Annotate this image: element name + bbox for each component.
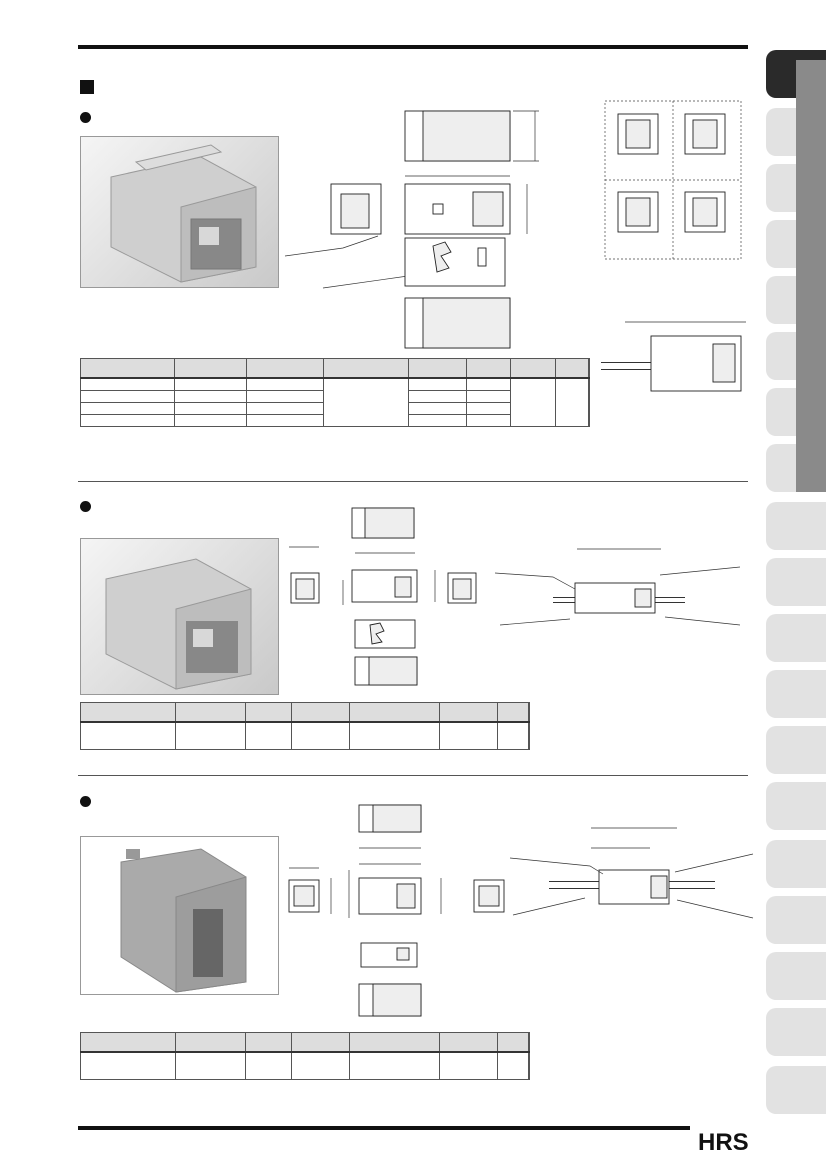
side-tab-14[interactable] xyxy=(766,782,826,830)
section-1-spec-table xyxy=(79,358,590,427)
s3-bottom-view xyxy=(360,942,418,968)
end-view-drawing xyxy=(330,183,382,235)
section-1-product-photo xyxy=(80,136,279,288)
callout-lines-1 xyxy=(284,235,409,289)
section-1-bullet xyxy=(80,112,91,123)
section-2-spec-table xyxy=(80,702,530,750)
rear-view-drawing xyxy=(404,297,511,349)
section-2-drawings xyxy=(289,507,741,686)
connector-photo-1 xyxy=(110,144,257,283)
s2-assembly-drawing xyxy=(494,548,741,626)
section-separator-2 xyxy=(78,775,748,776)
side-tab-11[interactable] xyxy=(766,614,826,662)
side-tab-16[interactable] xyxy=(766,896,826,944)
top-rule xyxy=(78,45,748,49)
applied-assembly-drawing xyxy=(601,321,746,392)
side-tab-15[interactable] xyxy=(766,840,826,888)
side-tab-19[interactable] xyxy=(766,1066,826,1114)
mating-face-grid xyxy=(604,100,742,260)
s3-front-view xyxy=(358,877,422,915)
s2-rear-view xyxy=(354,656,418,686)
s2-bottom-view xyxy=(354,619,416,649)
section-3-product-photo xyxy=(80,836,279,995)
hrs-logo-mark: HRS xyxy=(698,1129,749,1156)
s2-front-view xyxy=(351,569,418,603)
s3-top-view xyxy=(358,804,422,833)
section-2-bullet xyxy=(80,501,91,512)
s2-end-view-right xyxy=(447,572,477,604)
bottom-rule xyxy=(78,1126,690,1130)
side-tab-17[interactable] xyxy=(766,952,826,1000)
top-view-drawing xyxy=(404,110,511,162)
section-3-spec-table xyxy=(80,1032,530,1080)
connector-photo-2 xyxy=(105,558,252,690)
section-3-drawings xyxy=(288,804,754,1017)
svg-text:HRS: HRS xyxy=(698,1129,749,1156)
hrs-logo: HRS xyxy=(698,1126,750,1156)
front-view-dimension xyxy=(405,175,528,234)
s2-end-view-left xyxy=(290,572,320,604)
section-marker-square xyxy=(80,80,94,94)
section-separator-1 xyxy=(78,481,748,482)
side-tab-13[interactable] xyxy=(766,726,826,774)
active-tab-bar xyxy=(796,60,826,492)
side-tab-9[interactable] xyxy=(766,502,826,550)
connector-photo-3 xyxy=(120,848,247,993)
s3-rear-view xyxy=(358,983,422,1017)
side-tab-12[interactable] xyxy=(766,670,826,718)
front-view-drawing xyxy=(404,183,511,235)
s3-end-view-left xyxy=(288,879,320,913)
top-view-dimension xyxy=(513,110,539,162)
section-1-drawings xyxy=(284,100,746,392)
section-2-product-photo xyxy=(80,538,279,695)
side-tab-18[interactable] xyxy=(766,1008,826,1056)
section-3-bullet xyxy=(80,796,91,807)
s3-end-view-right xyxy=(473,879,505,913)
s2-top-view xyxy=(351,507,415,539)
s2-top-dim xyxy=(289,546,415,554)
side-tab-10[interactable] xyxy=(766,558,826,606)
bottom-view-drawing xyxy=(404,237,506,287)
s3-assembly-drawing xyxy=(509,827,754,919)
